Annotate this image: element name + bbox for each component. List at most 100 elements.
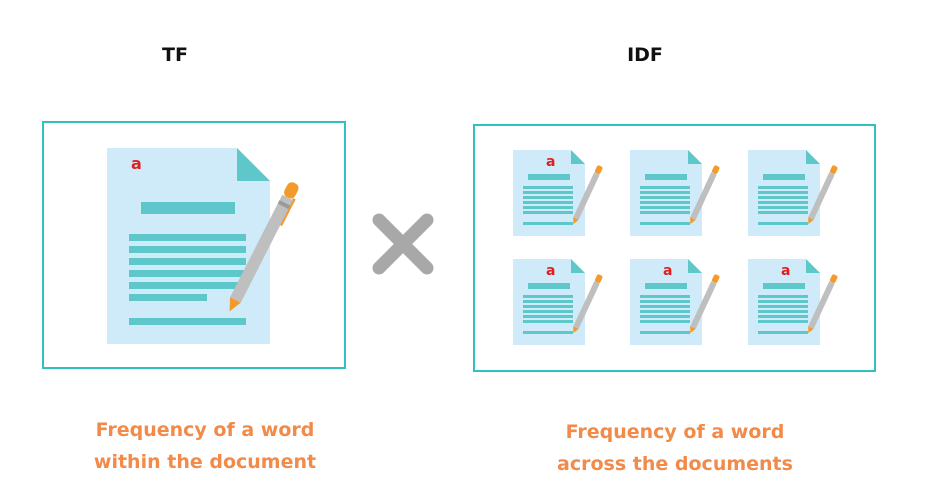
small-doc-text-line [523,201,573,204]
small-doc-text-line [523,331,573,334]
pencil-icon [229,182,299,312]
idf-caption-line2: across the documents [557,453,793,475]
small-pencil-body [573,172,600,220]
small-doc-text-line [523,206,573,209]
doc-text-line [129,282,246,289]
document-letter-a: a [131,154,142,173]
small-doc-title-line [763,174,805,180]
small-pencil-tip [573,217,579,225]
idf-caption-line1: Frequency of a word [565,421,785,443]
small-doc-text-line [523,320,573,323]
small-document-fold [806,259,820,273]
small-doc-text-line [758,222,808,225]
document-fold [237,148,270,181]
small-pencil-icon [573,274,603,334]
small-pencil-tip [808,217,814,225]
small-pencil-cap [594,165,603,174]
small-document-fold [571,150,585,164]
small-doc-text-line [640,201,690,204]
small-doc-text-line [640,331,690,334]
small-doc-text-line [758,186,808,189]
small-document-icon: a [513,150,603,236]
small-doc-text-line [640,300,690,303]
small-doc-text-line [523,300,573,303]
doc-text-line [129,234,246,241]
doc-text-line [129,318,246,325]
small-document-fold [806,150,820,164]
small-document-letter-a: a [546,154,555,170]
small-doc-text-line [640,211,690,214]
small-pencil-cap [829,165,838,174]
small-pencil-body [690,172,717,220]
document-icon: a [107,148,270,344]
small-doc-text-line [523,315,573,318]
small-document-icon: a [630,259,720,345]
small-doc-text-line [758,300,808,303]
small-pencil-cap [711,165,720,174]
doc-text-line [129,294,207,301]
small-pencil-icon [690,165,720,225]
pencil-clip [279,197,296,227]
idf-documents-illustration: a a a a [513,150,838,345]
idf-heading: IDF [627,44,663,66]
small-doc-text-line [758,331,808,334]
small-pencil-cap [711,274,720,283]
small-doc-text-line [758,211,808,214]
small-document-icon [630,150,720,236]
small-pencil-icon [808,165,838,225]
pencil-band [277,200,291,210]
small-doc-text-line [640,320,690,323]
small-doc-text-line [758,320,808,323]
small-doc-text-line [523,295,573,298]
small-doc-text-line [523,211,573,214]
small-doc-text-line [523,191,573,194]
small-pencil-cap [594,274,603,283]
small-doc-title-line [528,283,570,289]
small-doc-text-line [758,315,808,318]
small-doc-text-line [640,206,690,209]
doc-text-line [129,270,246,277]
small-doc-title-line [645,174,687,180]
pencil-cap [284,182,299,199]
small-doc-text-line [640,186,690,189]
small-doc-title-line [763,283,805,289]
small-pencil-tip [573,326,579,334]
small-doc-text-line [758,305,808,308]
small-document-icon: a [513,259,603,345]
small-document-fold [688,259,702,273]
tf-panel: a [42,121,346,369]
doc-text-line [129,258,246,265]
small-document-fold [688,150,702,164]
small-doc-text-line [523,186,573,189]
small-doc-text-line [640,196,690,199]
small-pencil-tip [690,326,696,334]
small-doc-text-line [758,310,808,313]
small-pencil-tip [808,326,814,334]
small-doc-text-line [758,191,808,194]
pencil-tip [229,297,241,312]
small-doc-text-line [758,201,808,204]
small-doc-text-line [523,196,573,199]
small-doc-text-line [640,191,690,194]
small-pencil-icon [573,165,603,225]
small-doc-text-line [758,206,808,209]
small-pencil-tip [690,217,696,225]
small-doc-text-line [640,315,690,318]
small-doc-text-line [523,305,573,308]
small-doc-title-line [645,283,687,289]
small-pencil-body [573,281,600,329]
small-document-letter-a: a [546,263,555,279]
small-pencil-body [808,281,835,329]
doc-title-line [141,202,235,214]
small-pencil-cap [829,274,838,283]
small-doc-text-line [523,310,573,313]
small-doc-text-line [758,196,808,199]
small-doc-text-line [640,222,690,225]
small-pencil-body [690,281,717,329]
tf-caption: Frequency of a word within the document [70,414,340,478]
small-document-letter-a: a [781,263,790,279]
doc-text-line [129,246,246,253]
idf-caption: Frequency of a word across the documents [530,416,820,480]
small-document-icon [748,150,838,236]
small-document-icon: a [748,259,838,345]
